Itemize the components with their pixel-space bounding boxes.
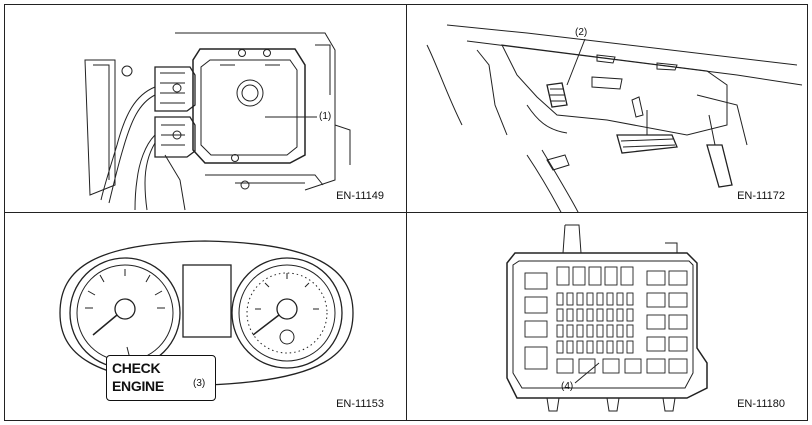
callout-label: (2) <box>575 27 588 38</box>
engine-label: ENGINE <box>112 378 164 394</box>
figure-panel-cluster: CHECK ENGINE (3) EN-11153 <box>4 212 407 421</box>
figure-code: EN-11149 <box>336 190 384 202</box>
callout-label: (1) <box>319 111 332 122</box>
figure-code: EN-11172 <box>737 190 785 202</box>
figure-code: EN-11180 <box>737 398 785 410</box>
fusebox-illustration <box>506 224 708 412</box>
figure-code: EN-11153 <box>336 398 384 410</box>
callout-label: (4) <box>561 381 574 392</box>
callout-label: (3) <box>193 378 206 389</box>
ecm-illustration <box>84 32 351 211</box>
figure-panel-fusebox: (4) EN-11180 <box>406 212 808 421</box>
check-engine-callout: CHECK ENGINE <box>106 355 216 401</box>
figure-panel-ecm: (1) EN-11149 <box>4 4 407 213</box>
check-label: CHECK <box>112 360 161 376</box>
figure-panel-dash: (2) EN-11172 <box>406 4 808 213</box>
dash-illustration <box>426 24 803 212</box>
